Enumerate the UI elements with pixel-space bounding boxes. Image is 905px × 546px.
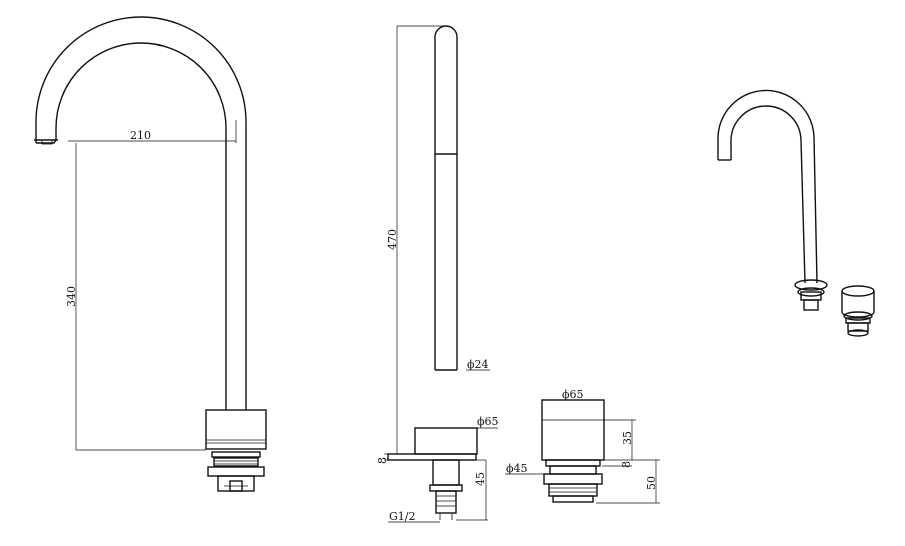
handle-nut [543,473,603,485]
side-view-spout: 470 ϕ24 ϕ65 8 45 G1/2 [376,25,499,523]
side-base-block [414,427,478,455]
perspective-handle-top [841,285,875,297]
dim-label-height: 340 [65,286,78,307]
dim-label-thread: G1/2 [389,510,416,523]
side-base-plate [387,453,477,461]
perspective-view [717,89,875,337]
dim-label-total-height: 470 [386,229,399,250]
dim-label-handle-diameter: ϕ65 [562,388,584,401]
spout-outlet [34,139,58,144]
dim-label-handle-shank: 50 [645,476,658,490]
dim-label-handle-height: 35 [621,431,634,445]
dim-label-reach: 210 [130,129,151,142]
dim-label-base-thickness: 8 [376,457,389,464]
perspective-spout-inner [730,105,806,284]
handle-view: ϕ65 35 8 50 ϕ45 [505,388,660,504]
front-shank [217,475,255,492]
dim-label-plate-thickness: 8 [620,461,633,468]
dim-label-tube-diameter: ϕ24 [467,358,489,371]
side-tube-outline [434,25,458,370]
handle-shank [548,483,598,497]
handle-body [541,399,605,461]
dim-label-base-diameter: ϕ65 [477,415,499,428]
handle-plate [545,459,601,467]
side-shank [432,459,460,486]
spout-inner-outline [55,42,227,410]
front-view-spout: 210 340 [34,16,267,492]
side-nut [429,484,463,492]
front-base-block [205,409,267,450]
perspective-spout-base [794,279,828,291]
dim-label-shank-diameter: ϕ45 [506,462,528,475]
front-plate [211,451,261,458]
aerator [41,139,53,145]
perspective-spout-outer [717,89,818,284]
dim-label-shank-length: 45 [474,472,487,486]
spout-outer-outline [35,16,247,410]
front-nut [207,466,265,477]
